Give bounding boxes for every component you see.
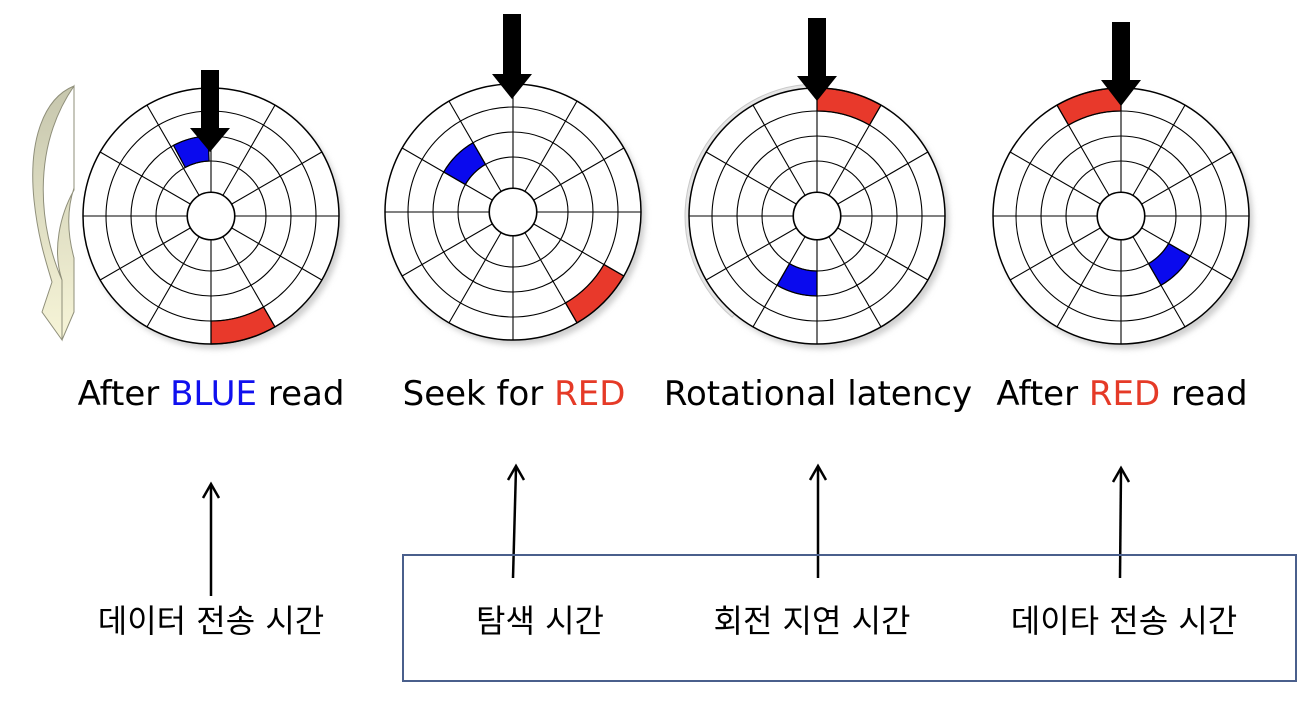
access-time-group-box [402,554,1297,682]
label-data-transfer-time-2: 데이타 전송 시간 [1010,602,1238,640]
disk-after-red-read [992,87,1253,349]
pointer-arrow-3 [1111,465,1131,579]
sector-spoke [837,227,929,281]
sector-spoke [99,151,191,205]
sector-spoke [752,236,806,328]
caption-seek-for-red: Seek for RED [403,368,626,420]
curved-rotation-arrow-icon [32,84,75,342]
sector-spoke [828,236,882,328]
pointer-arrow-0 [201,481,221,596]
caption-1-highlight: RED [554,374,626,414]
sector-spoke [752,104,806,196]
sector-spoke [231,151,323,205]
caption-after-red-read: After RED read [996,368,1247,420]
caption-1-pre: Seek for [402,374,555,414]
sector-spoke [533,147,625,201]
sector-spoke [222,104,276,196]
sector-spoke [1132,236,1186,328]
sector-spoke [524,232,578,324]
sector-spoke [146,236,200,328]
sector-spoke [231,227,323,281]
sector-spoke [1141,227,1233,281]
sector-spoke [1056,104,1110,196]
sector-spoke [837,151,929,205]
caption-2-pre: Rotational latency [663,374,973,414]
caption-0-post: read [257,374,345,414]
sector-spoke [828,104,882,196]
caption-rotational-latency: Rotational latency [664,368,972,420]
disk-hub [792,191,842,241]
sector-spoke [1009,151,1101,205]
sector-spoke [524,100,578,192]
label-rotational-latency-time: 회전 지연 시간 [713,602,911,640]
caption-after-blue-read: After BLUE read [78,368,345,420]
head-arrow-0 [190,70,230,152]
caption-3-pre: After [996,374,1089,414]
disk-after-blue-read [82,87,343,349]
head-arrow-3 [1101,22,1141,106]
disk-seek-for-red [384,83,645,345]
pointer-arrow-1 [506,463,526,579]
sector-spoke [533,223,625,277]
sector-spoke [99,227,191,281]
sector-spoke [705,227,797,281]
disk-hub [186,191,236,241]
label-data-transfer-time-1: 데이터 전송 시간 [97,602,325,640]
sector-spoke [401,147,493,201]
caption-0-highlight: BLUE [170,374,258,414]
sector-spoke [1009,227,1101,281]
caption-0-pre: After [77,374,171,414]
sector-spoke [222,236,276,328]
sector-spoke [448,232,502,324]
caption-3-highlight: RED [1088,374,1161,414]
head-arrow-2 [797,18,837,101]
disk-hub [1096,191,1146,241]
sector-spoke [1141,151,1233,205]
sector-spoke [1056,236,1110,328]
head-arrow-1 [492,14,532,99]
pointer-arrow-2 [808,463,828,578]
disk-rotational-latency [684,83,949,349]
sector-spoke [448,100,502,192]
disk-hub [488,187,538,237]
caption-3-post: read [1160,374,1248,414]
sector-spoke [1132,104,1186,196]
sector-spoke [146,104,200,196]
sector-spoke [401,223,493,277]
label-seek-time: 탐색 시간 [476,602,604,640]
sector-spoke [705,151,797,205]
